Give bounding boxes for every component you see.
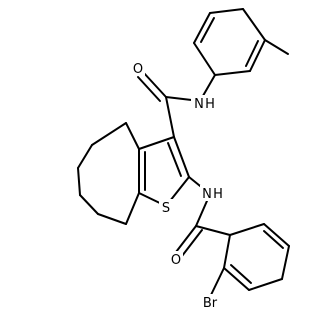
bond: [181, 229, 203, 257]
bond: [165, 96, 175, 138]
atom-label-s: S: [159, 199, 173, 216]
bond: [195, 225, 231, 236]
bond: [209, 8, 244, 14]
bond: [142, 71, 167, 98]
oxygen-label: O: [171, 253, 181, 268]
bond: [245, 40, 259, 67]
bond: [193, 12, 211, 44]
atom-label-o-benzamide: O: [169, 251, 183, 268]
cycloheptane-ring: [77, 122, 140, 225]
bond: [125, 192, 140, 225]
bond: [248, 278, 283, 291]
nitrogen-label: N: [194, 97, 204, 112]
bond: [91, 122, 127, 146]
bromophenyl-ring: [209, 223, 290, 298]
bond: [138, 136, 175, 150]
bond: [281, 245, 290, 280]
atom-label-o-amide: O: [131, 60, 145, 77]
bond: [223, 234, 231, 269]
bond: [77, 144, 93, 169]
nitrogen-label: N: [202, 187, 212, 202]
atom-label-br: Br: [198, 294, 222, 311]
bond: [249, 39, 266, 72]
bromine-bond: [209, 267, 225, 298]
methyl-bond: [264, 39, 289, 55]
molecule-diagram: O N H S N H O Br: [77, 8, 290, 311]
bond: [77, 167, 81, 196]
bond: [97, 213, 127, 225]
sulfur-label: S: [162, 201, 170, 216]
bond: [214, 70, 251, 76]
structure-svg: O N H S N H O Br: [77, 8, 290, 311]
bromine-label: Br: [203, 296, 218, 311]
bond: [223, 267, 250, 291]
tolyl-ring: [193, 8, 289, 76]
bond: [230, 264, 252, 284]
bond: [125, 122, 140, 150]
bond: [193, 42, 216, 76]
atom-label-nh-amide: N H: [191, 95, 217, 112]
bond: [173, 136, 190, 178]
bond: [263, 230, 284, 249]
thiophene-ring: [138, 136, 190, 207]
bond: [200, 17, 215, 43]
atom-label-nh-benzamide: N H: [200, 185, 226, 202]
bond: [229, 223, 265, 236]
bond: [175, 225, 197, 253]
bond: [242, 8, 266, 41]
bond: [167, 142, 182, 177]
oxygen-label: O: [133, 62, 143, 77]
bond: [137, 76, 161, 102]
bond: [79, 194, 99, 215]
bond: [263, 223, 290, 247]
hydrogen-label: H: [213, 187, 223, 202]
hydrogen-label: H: [205, 97, 215, 112]
